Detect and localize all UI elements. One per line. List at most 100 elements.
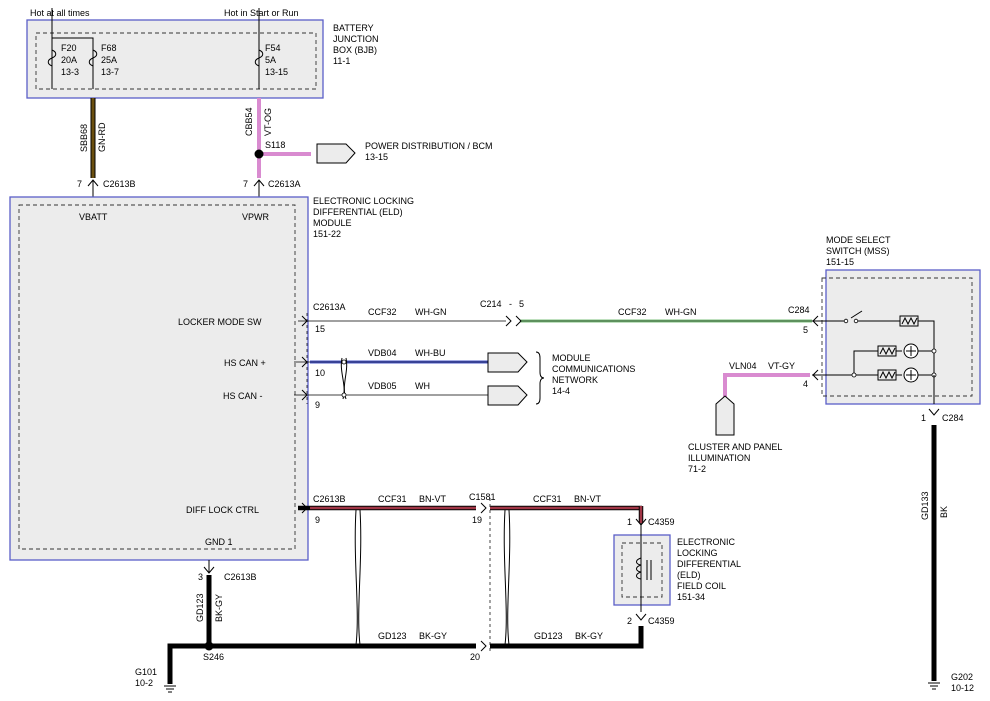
- splice-s246-dot: [204, 641, 214, 651]
- connector-c2613b-top: 7 C2613B: [77, 179, 136, 197]
- cluster-label-3: 71-2: [688, 464, 706, 474]
- field-coil-dashed-outline: [621, 542, 663, 598]
- mss-dashed-outline: [821, 277, 973, 397]
- field-coil: 1 C4359 2 C4359 ELECTRONIC LOCKING DIFFE…: [613, 517, 741, 626]
- power-distribution-label-2: 13-15: [365, 152, 388, 162]
- eld-module-dashed-outline: [18, 204, 296, 550]
- field-coil-symbol: [636, 557, 652, 580]
- wire-cbb54: CBB54 VT-OG: [244, 98, 311, 178]
- wire-vdb05-color: WH: [415, 381, 430, 391]
- bjb-title-3: BOX (BJB): [333, 45, 377, 55]
- shield-mark-3: [503, 509, 507, 646]
- connector-c2613a-side-pin-10: 10: [315, 368, 325, 378]
- coil-label-5: FIELD COIL: [677, 581, 726, 591]
- connector-c284-in-pin-5: 5: [803, 325, 808, 335]
- wire-vdb04-color: WH-BU: [415, 348, 446, 358]
- fuse-f54-name: F54: [265, 43, 281, 53]
- connector-c2613b-side-pin: 9: [315, 515, 320, 525]
- network-label-3: NETWORK: [552, 375, 598, 385]
- wire-gd123: GD123 BK-GY GD123 BK-GY GD123 BK-GY: [167, 575, 644, 684]
- connector-c1581-pin-19: 19: [472, 515, 482, 525]
- wire-sbb68: SBB68 GN-RD: [79, 98, 107, 178]
- connector-c2613b-top-name: C2613B: [103, 179, 136, 189]
- wire-ccf31-a-circuit: CCF31: [378, 494, 407, 504]
- mode-select-switch: MODE SELECT SWITCH (MSS) 151-15: [812, 235, 981, 405]
- coil-label-4: (ELD): [677, 570, 701, 580]
- eld-pin-diff-lock-ctrl: DIFF LOCK CTRL: [186, 505, 259, 515]
- fuse-f20-symbol: [47, 49, 57, 67]
- eld-module: VBATT VPWR LOCKER MODE SW HS CAN + HS CA…: [9, 196, 414, 561]
- ground-g202: G202 10-12: [928, 672, 974, 693]
- splice-s118-dot: [254, 149, 264, 159]
- wire-sbb68-color: GN-RD: [97, 122, 107, 152]
- connector-c4359-1-pin: 1: [627, 517, 632, 527]
- bjb-label-hot-at-all-times: Hot at all times: [30, 8, 90, 18]
- wire-sbb68-circuit: SBB68: [79, 124, 89, 152]
- connector-c284-out-name: C284: [942, 413, 964, 423]
- fuse-f68-symbol: [88, 49, 98, 67]
- wire-ccf31: CCF31 BN-VT CCF31 BN-VT: [298, 494, 644, 523]
- cluster-label-2: ILLUMINATION: [688, 453, 750, 463]
- fuse-f54-symbol: [254, 49, 264, 67]
- ground-g202-ref: 10-12: [951, 683, 974, 693]
- wire-gd123-a-circuit: GD123: [378, 631, 407, 641]
- eld-module-box: [9, 196, 309, 561]
- connector-c284-out-pin: 1: [921, 413, 926, 423]
- mss-title-1: MODE SELECT: [826, 235, 891, 245]
- ground-g101-name: G101: [135, 667, 157, 677]
- connector-c2613b-side-name: C2613B: [313, 494, 346, 504]
- fuse-f20-ref: 13-3: [61, 67, 79, 77]
- network-label-1: MODULE: [552, 353, 591, 363]
- coil-label-1: ELECTRONIC: [677, 537, 736, 547]
- wire-gd123-vertical-circuit: GD123: [195, 593, 205, 622]
- bjb-title-1: BATTERY: [333, 23, 374, 33]
- connector-c2613a-top: 7 C2613A: [243, 179, 301, 197]
- connector-c2613b-bottom-pin: 3: [198, 572, 203, 582]
- connector-c2613a-top-pin: 7: [243, 179, 248, 189]
- connector-c214-name: C214: [480, 299, 502, 309]
- fuse-f20-name: F20: [61, 43, 77, 53]
- connector-c2613a-top-name: C2613A: [268, 179, 301, 189]
- battery-junction-box: Hot at all times Hot in Start or Run F20…: [26, 8, 379, 99]
- wire-ccf32-b-circuit: CCF32: [618, 307, 647, 317]
- fuse-f54-ref: 13-15: [265, 67, 288, 77]
- network-label-4: 14-4: [552, 386, 570, 396]
- coil-label-3: DIFFERENTIAL: [677, 559, 741, 569]
- wire-ccf31-b-color: BN-VT: [574, 494, 602, 504]
- wire-gd123-b-circuit: GD123: [534, 631, 563, 641]
- connector-c2613a-side-pin-15: 15: [315, 324, 325, 334]
- wire-gd123-b-color: BK-GY: [575, 631, 603, 641]
- connector-c1581-pin-20: 20: [470, 652, 480, 662]
- wire-ccf32: CCF32 WH-GN CCF32 WH-GN: [298, 307, 812, 327]
- wire-vdb04: VDB04 WH-BU: [294, 348, 490, 368]
- connector-c2613b-bottom-name: C2613B: [224, 572, 257, 582]
- fuse-f68-amps: 25A: [101, 55, 117, 65]
- connector-c284-in: C284 5 4: [788, 305, 819, 389]
- wire-vln04-circuit: VLN04: [729, 361, 757, 371]
- wire-vdb04-circuit: VDB04: [368, 348, 397, 358]
- mss-title-3: 151-15: [826, 257, 854, 267]
- eld-pin-locker-mode-sw: LOCKER MODE SW: [178, 317, 262, 327]
- power-distribution-label-1: POWER DISTRIBUTION / BCM: [365, 141, 493, 151]
- connector-c1581-name: C1581: [469, 492, 496, 502]
- wire-vln04: VLN04 VT-GY: [723, 361, 810, 398]
- connector-c214: C214 - 5: [480, 299, 524, 309]
- cluster-connector-symbol: [715, 395, 735, 436]
- eld-pin-hs-can-plus: HS CAN +: [224, 358, 266, 368]
- splice-s246-label: S246: [203, 652, 224, 662]
- bjb-label-hot-in-start-or-run: Hot in Start or Run: [224, 8, 299, 18]
- network-brace: [535, 351, 545, 405]
- wire-vdb05-circuit: VDB05: [368, 381, 397, 391]
- connector-c2613a-side: C2613A 15 10 9: [306, 302, 346, 410]
- bjb-box: [26, 19, 324, 99]
- shield-mark-4: [507, 509, 511, 646]
- wire-gd133: GD133 BK: [920, 425, 949, 681]
- field-coil-box: [613, 534, 671, 606]
- eld-title-4: 151-22: [313, 229, 341, 239]
- wire-gd133-color: BK: [939, 506, 949, 518]
- connector-c284-out: 1 C284: [921, 408, 964, 423]
- eld-pin-vpwr: VPWR: [242, 212, 270, 222]
- eld-title-2: DIFFERENTIAL (ELD): [313, 207, 403, 217]
- shield-mark-1: [354, 509, 358, 646]
